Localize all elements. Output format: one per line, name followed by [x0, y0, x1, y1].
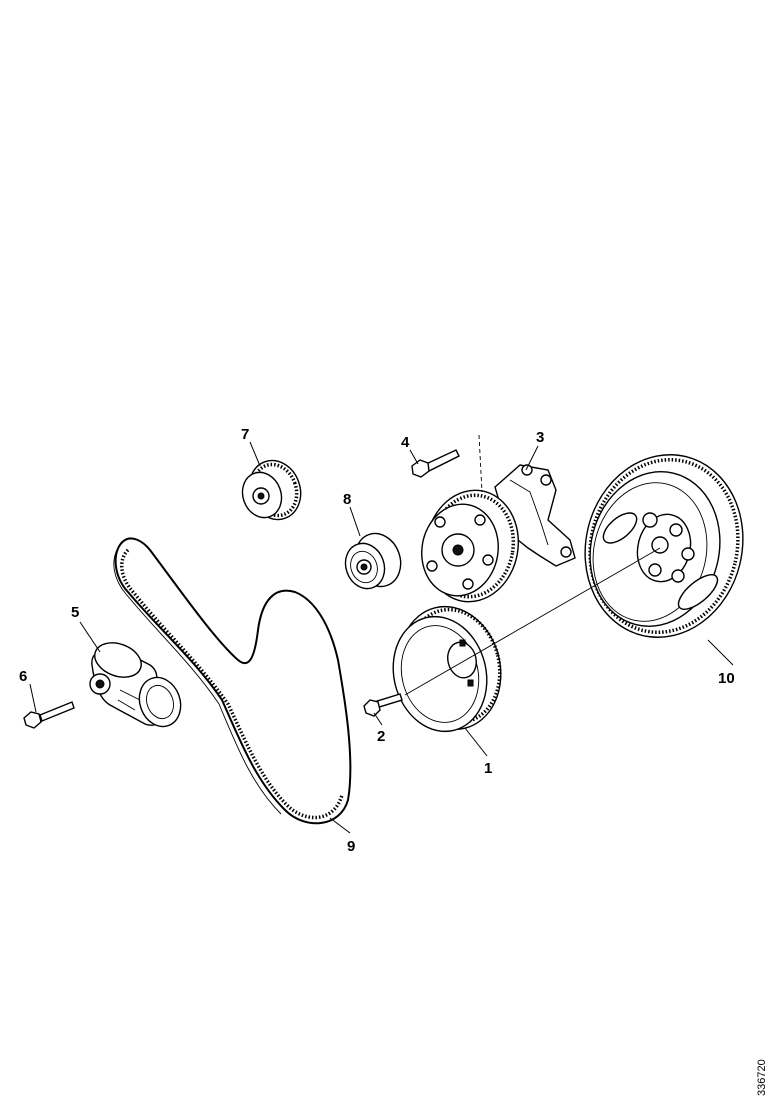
- part-5-belt-tensioner: [89, 642, 182, 728]
- part-2-bolt: [363, 693, 403, 717]
- part-3-water-pump: [421, 464, 576, 603]
- callout-10: 10: [718, 670, 735, 687]
- part-8-idler-pulley: [344, 532, 402, 590]
- part-6-bolt: [23, 701, 75, 729]
- callout-1: 1: [484, 760, 492, 777]
- callout-9: 9: [347, 838, 355, 855]
- callout-labels: 1 2 3 4 5 6 7 8 9 10: [19, 426, 735, 855]
- callout-6: 6: [19, 668, 27, 685]
- reference-code-text: 336720: [756, 1059, 768, 1096]
- part-9-drive-belt: [113, 537, 352, 825]
- callout-5: 5: [71, 604, 79, 621]
- part-4-bolt: [411, 434, 483, 493]
- callout-8: 8: [343, 491, 351, 508]
- part-7-idler-pulley: [241, 459, 302, 521]
- callout-7: 7: [241, 426, 249, 443]
- reference-code: 336720: [756, 1030, 770, 1100]
- leader-lines: [29, 441, 734, 834]
- callout-3: 3: [536, 429, 544, 446]
- part-10-crankshaft-pulley: [584, 454, 744, 638]
- alignment-line: [404, 547, 661, 696]
- callout-4: 4: [401, 434, 410, 451]
- part-1-pulley: [392, 605, 502, 733]
- callout-2: 2: [377, 728, 385, 745]
